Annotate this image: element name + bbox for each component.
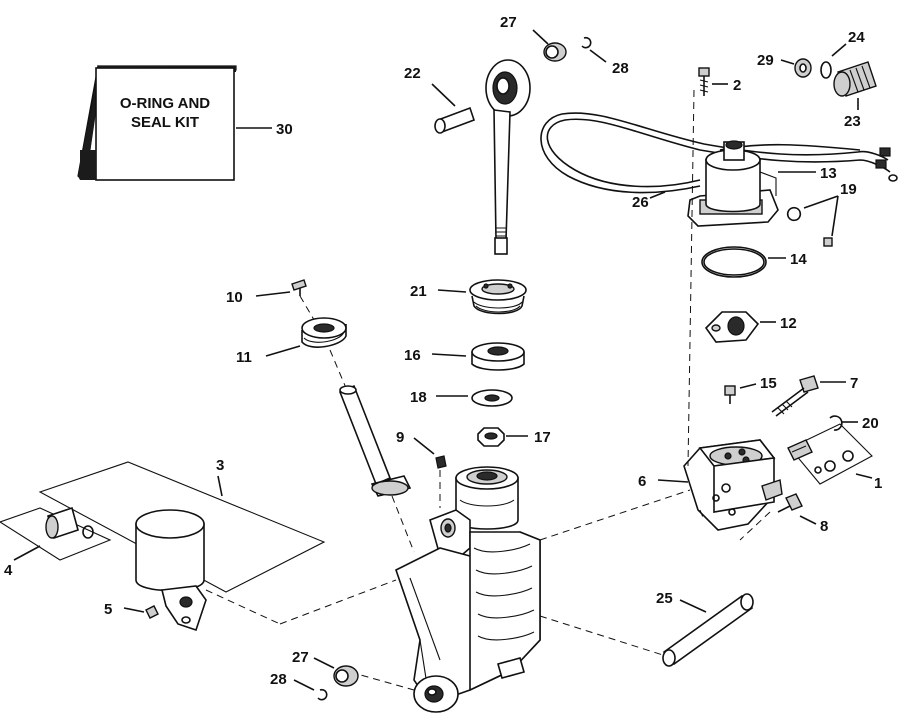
screw-2 <box>698 67 710 96</box>
callout-22: 22 <box>404 65 421 82</box>
callout-27-bottom: 27 <box>292 649 309 666</box>
callout-28-bottom: 28 <box>270 671 287 688</box>
ring-28-top <box>581 36 592 49</box>
fitting-9 <box>435 455 447 469</box>
callout-28-top: 28 <box>612 60 629 77</box>
pump-motor-13 <box>687 140 779 227</box>
screw-5 <box>145 605 159 619</box>
callout-21: 21 <box>410 283 427 300</box>
seal-29 <box>794 58 812 78</box>
callout-26: 26 <box>632 194 649 211</box>
trim-rod <box>485 59 531 255</box>
callout-3: 3 <box>216 457 224 474</box>
callout-7: 7 <box>850 375 858 392</box>
tilt-rod <box>338 384 412 497</box>
callout-23: 23 <box>844 113 861 130</box>
callout-29: 29 <box>757 52 774 69</box>
pivot-pin-25 <box>662 593 754 667</box>
kit-label-line1: O-RING AND <box>120 95 210 112</box>
callout-25: 25 <box>656 590 673 607</box>
valve-body-6 <box>683 439 783 531</box>
cap-12 <box>704 311 760 343</box>
callout-30: 30 <box>276 121 293 138</box>
cap-4 <box>45 506 94 540</box>
valve-23 <box>833 61 877 97</box>
oring-24 <box>820 61 832 79</box>
bushing-27-top <box>543 42 567 62</box>
callout-19: 19 <box>840 181 857 198</box>
clip-19 <box>786 206 833 247</box>
callout-24: 24 <box>848 29 865 46</box>
callout-16: 16 <box>404 347 421 364</box>
callout-1: 1 <box>874 475 882 492</box>
callout-18: 18 <box>410 389 427 406</box>
callout-15: 15 <box>760 375 777 392</box>
callout-4: 4 <box>4 562 13 579</box>
ring-20 <box>829 415 843 431</box>
callout-12: 12 <box>780 315 797 332</box>
callout-5: 5 <box>104 601 112 618</box>
accumulator-tank <box>135 509 207 632</box>
callout-8: 8 <box>820 518 828 535</box>
bolt-7 <box>771 375 819 417</box>
cap-21 <box>469 279 527 315</box>
ring-28-bottom <box>317 688 328 701</box>
callout-17: 17 <box>534 429 551 446</box>
callout-14: 14 <box>790 251 807 268</box>
callout-9: 9 <box>396 429 404 446</box>
callout-11: 11 <box>236 349 252 366</box>
callout-2: 2 <box>733 77 741 94</box>
seal-kit-box: O-RING AND SEAL KIT <box>77 64 237 181</box>
bushing-27-bottom <box>333 665 359 687</box>
callout-20: 20 <box>862 415 879 432</box>
bolt-8 <box>777 493 803 513</box>
valve-kit-1 <box>787 423 873 485</box>
piston-16 <box>471 342 525 371</box>
screw-15 <box>724 385 736 404</box>
pin-22 <box>434 106 476 134</box>
trim-tilt-housing <box>395 466 541 713</box>
callout-27-top: 27 <box>500 14 517 31</box>
callout-13: 13 <box>820 165 837 182</box>
washer-18 <box>471 389 513 407</box>
gland-11 <box>301 317 347 348</box>
callout-10: 10 <box>226 289 243 306</box>
kit-label-line2: SEAL KIT <box>131 114 199 131</box>
callout-6: 6 <box>638 473 646 490</box>
oring-14 <box>701 246 767 278</box>
nut-17 <box>477 427 505 447</box>
screw-10 <box>291 279 307 296</box>
